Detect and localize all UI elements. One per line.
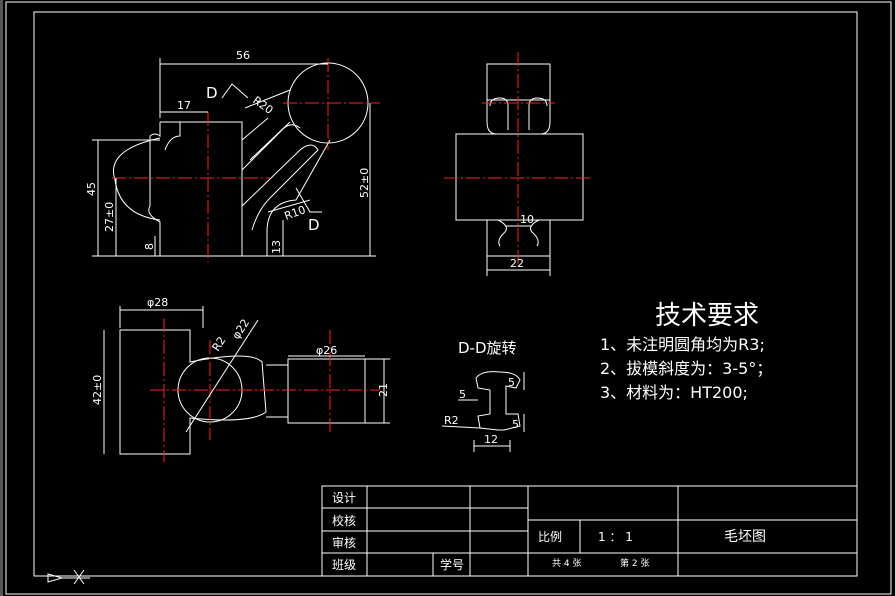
section-d-d: D-D旋转 12 5 5 5 R2	[441, 339, 525, 452]
drawing-name: 毛坯图	[724, 529, 766, 545]
window-edge	[0, 0, 3, 596]
dim-56: 56	[236, 49, 250, 62]
dim-45: 45	[85, 182, 98, 196]
dim-5-right-bottom: 5	[512, 418, 519, 431]
dim-42: 42±0	[91, 375, 104, 405]
dim-phi22: φ22	[230, 317, 252, 342]
dim-phi28: φ28	[147, 296, 168, 309]
dim-13: 13	[270, 240, 283, 254]
dim-r2-section: R2	[444, 414, 459, 427]
dim-r10: R10	[283, 203, 308, 223]
section-mark-d-lower: D	[308, 216, 320, 234]
section-title: D-D旋转	[458, 339, 517, 357]
scale-value: 1 ： 1	[598, 530, 633, 544]
side-view: 10 22	[444, 52, 592, 276]
dim-17: 17	[177, 99, 191, 112]
requirement-2: 2、拔模斜度为：3-5°；	[600, 359, 772, 378]
dim-10: 10	[520, 213, 534, 226]
label-review: 审核	[332, 535, 356, 550]
dim-22: 22	[510, 257, 524, 270]
inner-frame	[33, 11, 858, 577]
label-check: 校核	[332, 513, 356, 528]
dim-8: 8	[143, 243, 156, 250]
dim-r2: R2	[210, 334, 229, 353]
dim-5-left: 5	[459, 388, 466, 401]
dim-27: 27±0	[103, 202, 116, 232]
sheet-total: 共 4 张	[552, 558, 581, 569]
dim-phi26: φ26	[316, 344, 337, 357]
requirements-title: 技术要求	[655, 301, 759, 331]
dim-12: 12	[484, 433, 498, 446]
ucs-icon	[47, 569, 90, 585]
dim-5-right-top: 5	[508, 376, 515, 389]
front-view: 56 17 45 27±0 8 13 52±0 R20 R10 D D	[85, 49, 380, 262]
technical-requirements: 技术要求 1、未注明圆角均为R3; 2、拔模斜度为：3-5°； 3、材料为：HT…	[600, 301, 772, 402]
label-student-no: 学号	[440, 557, 464, 572]
top-view: φ28 42±0 R2 φ22 φ26 21	[91, 296, 390, 462]
requirement-1: 1、未注明圆角均为R3;	[600, 335, 765, 354]
label-design: 设计	[332, 491, 356, 505]
sheet-number: 第 2 张	[620, 557, 649, 569]
requirement-3: 3、材料为：HT200;	[600, 383, 748, 402]
section-mark-d-upper: D	[206, 84, 218, 102]
label-class: 班级	[332, 558, 356, 572]
dim-52: 52±0	[358, 168, 371, 198]
title-block: 设计 校核 审核 班级 学号 比例 1 ： 1 毛坯图 共 4 张 第 2 张	[321, 485, 858, 577]
dim-21: 21	[377, 383, 390, 397]
label-scale: 比例	[538, 530, 562, 544]
outer-frame	[5, 1, 892, 595]
